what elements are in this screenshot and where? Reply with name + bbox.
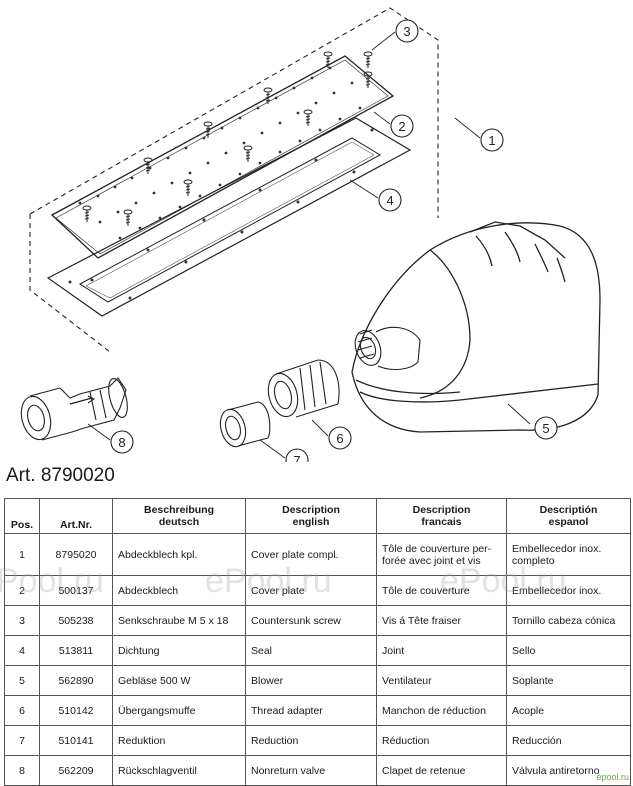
cell-german: Rückschlagventil [112,755,246,786]
cell-pos: 7 [4,725,40,756]
cell-spanish: Embellecedor inox. completo [506,533,631,576]
svg-text:6: 6 [336,431,343,446]
cell-english: Nonreturn valve [245,755,377,786]
blower-part [351,221,601,433]
plate-holes [78,66,362,240]
cell-pos: 6 [4,695,40,726]
cell-art-nr: 500137 [39,575,113,606]
cell-spanish: Acople [506,695,631,726]
callout-2: 2 [390,114,414,138]
cell-pos: 8 [4,755,40,786]
table-row: 2 500137 Abdeckblech Cover plate Tôle de… [4,575,631,606]
svg-text:1: 1 [488,133,495,148]
cell-english: Cover plate compl. [245,533,377,576]
cell-art-nr: 505238 [39,605,113,636]
svg-text:2: 2 [398,119,405,134]
callout-4: 4 [378,188,402,212]
cell-french: Vis á Tête fraiser [376,605,507,636]
corner-watermark: epool.ru [596,772,629,782]
cell-pos: 2 [4,575,40,606]
cell-spanish: Soplante [506,665,631,696]
cell-art-nr: 8795020 [39,533,113,576]
cell-english: Seal [245,635,377,666]
cell-spanish: Sello [506,635,631,666]
table-row: 4 513811 Dichtung Seal Joint Sello [4,635,631,666]
cell-art-nr: 562209 [39,755,113,786]
header-pos: Pos. [4,498,40,534]
cell-pos: 1 [4,533,40,576]
cell-pos: 5 [4,665,40,696]
callout-6: 6 [328,426,352,450]
cell-spanish: Tornillo cabeza cónica [506,605,631,636]
cell-spanish: Reducción [506,725,631,756]
cell-german: Übergangsmuffe [112,695,246,726]
svg-text:7: 7 [293,453,300,462]
cell-pos: 4 [4,635,40,666]
callout-1: 1 [480,128,504,152]
cell-english: Blower [245,665,377,696]
exploded-parts-drawing: 3 2 1 4 5 6 7 8 [20,7,601,462]
thread-adapter-part [267,359,340,418]
blower-outlet-elbow [354,326,421,371]
cell-german: Gebläse 500 W [112,665,246,696]
table-row: 3 505238 Senkschraube M 5 x 18 Countersu… [4,605,631,636]
assembly-boundary [29,7,439,353]
seal-gasket-part [46,117,412,317]
reduction-part [219,401,271,448]
callout-7: 7 [285,448,309,462]
callout-3: 3 [395,19,419,43]
svg-text:3: 3 [403,24,410,39]
callout-8: 8 [110,430,134,454]
header-art-nr: Art.Nr. [39,498,113,534]
cell-english: Cover plate [245,575,377,606]
cell-german: Reduktion [112,725,246,756]
cell-french: Tôle de couverture per-forée avec joint … [376,533,507,576]
cover-plate-part [50,55,395,259]
cell-french: Clapet de retenue [376,755,507,786]
cell-german: Dichtung [112,635,246,666]
table-row: 8 562209 Rückschlagventil Nonreturn valv… [4,755,631,786]
cell-english: Countersunk screw [245,605,377,636]
callout-leaders [87,31,531,459]
article-title: Art. 8790020 [6,465,115,486]
cell-pos: 3 [4,605,40,636]
cell-french: Réduction [376,725,507,756]
cell-german: Senkschraube M 5 x 18 [112,605,246,636]
cell-spanish: Embellecedor inox. [506,575,631,606]
cell-art-nr: 510141 [39,725,113,756]
svg-text:8: 8 [118,435,125,450]
table-row: 7 510141 Reduktion Reduction Réduction R… [4,725,631,756]
table-row: 1 8795020 Abdeckblech kpl. Cover plate c… [4,533,631,576]
cell-art-nr: 510142 [39,695,113,726]
cell-art-nr: 513811 [39,635,113,666]
table-row: 6 510142 Übergangsmuffe Thread adapter M… [4,695,631,726]
svg-text:5: 5 [542,421,549,436]
cell-french: Tôle de couverture [376,575,507,606]
nonreturn-valve-part [20,377,128,441]
countersunk-screws [82,51,373,226]
callout-5: 5 [534,416,558,440]
cell-french: Manchon de réduction [376,695,507,726]
exploded-view-svg: 3 2 1 4 5 6 7 8 [20,7,601,462]
cell-french: Ventilateur [376,665,507,696]
cell-art-nr: 562890 [39,665,113,696]
cell-german: Abdeckblech [112,575,246,606]
cell-german: Abdeckblech kpl. [112,533,246,576]
cell-french: Joint [376,635,507,666]
svg-text:4: 4 [386,193,393,208]
cell-english: Reduction [245,725,377,756]
table-row: 5 562890 Gebläse 500 W Blower Ventilateu… [4,665,631,696]
cell-english: Thread adapter [245,695,377,726]
